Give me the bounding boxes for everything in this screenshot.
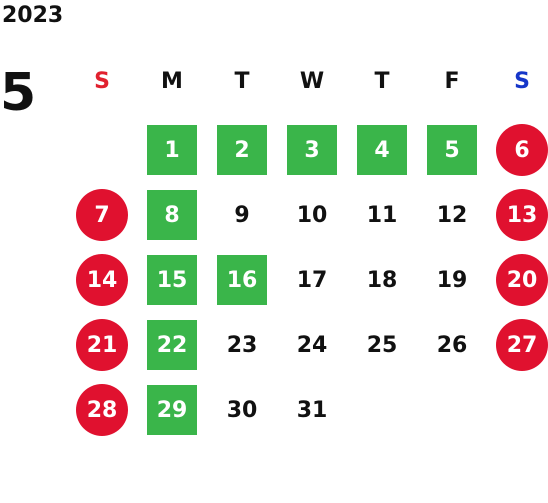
calendar-month: 5 [0,63,37,123]
day-cell-14[interactable]: 14 [76,254,128,306]
weekday-header-4: T [374,68,390,94]
weekday-header-5: F [444,68,460,94]
weekday-header-3: W [299,68,325,94]
day-cell-20[interactable]: 20 [496,254,548,306]
day-cell-5[interactable]: 5 [427,125,477,175]
day-cell-17[interactable]: 17 [296,267,328,293]
day-cell-25[interactable]: 25 [366,332,398,358]
day-cell-23[interactable]: 23 [226,332,258,358]
day-cell-13[interactable]: 13 [496,189,548,241]
day-cell-4[interactable]: 4 [357,125,407,175]
day-cell-19[interactable]: 19 [436,267,468,293]
day-cell-28[interactable]: 28 [76,384,128,436]
day-cell-11[interactable]: 11 [366,202,398,228]
day-cell-24[interactable]: 24 [296,332,328,358]
day-cell-15[interactable]: 15 [147,255,197,305]
day-cell-7[interactable]: 7 [76,189,128,241]
day-cell-16[interactable]: 16 [217,255,267,305]
day-cell-30[interactable]: 30 [226,397,258,423]
day-cell-12[interactable]: 12 [436,202,468,228]
weekday-header-1: M [161,68,183,94]
day-cell-3[interactable]: 3 [287,125,337,175]
weekday-header-0: S [94,68,110,94]
day-cell-6[interactable]: 6 [496,124,548,176]
day-cell-1[interactable]: 1 [147,125,197,175]
day-cell-22[interactable]: 22 [147,320,197,370]
day-cell-26[interactable]: 26 [436,332,468,358]
day-cell-29[interactable]: 29 [147,385,197,435]
day-cell-21[interactable]: 21 [76,319,128,371]
day-cell-31[interactable]: 31 [296,397,328,423]
weekday-header-6: S [514,68,530,94]
calendar-year: 2023 [2,3,64,28]
weekday-header-2: T [234,68,250,94]
day-cell-18[interactable]: 18 [366,267,398,293]
day-cell-2[interactable]: 2 [217,125,267,175]
day-cell-8[interactable]: 8 [147,190,197,240]
day-cell-9[interactable]: 9 [234,202,250,228]
day-cell-10[interactable]: 10 [296,202,328,228]
day-cell-27[interactable]: 27 [496,319,548,371]
